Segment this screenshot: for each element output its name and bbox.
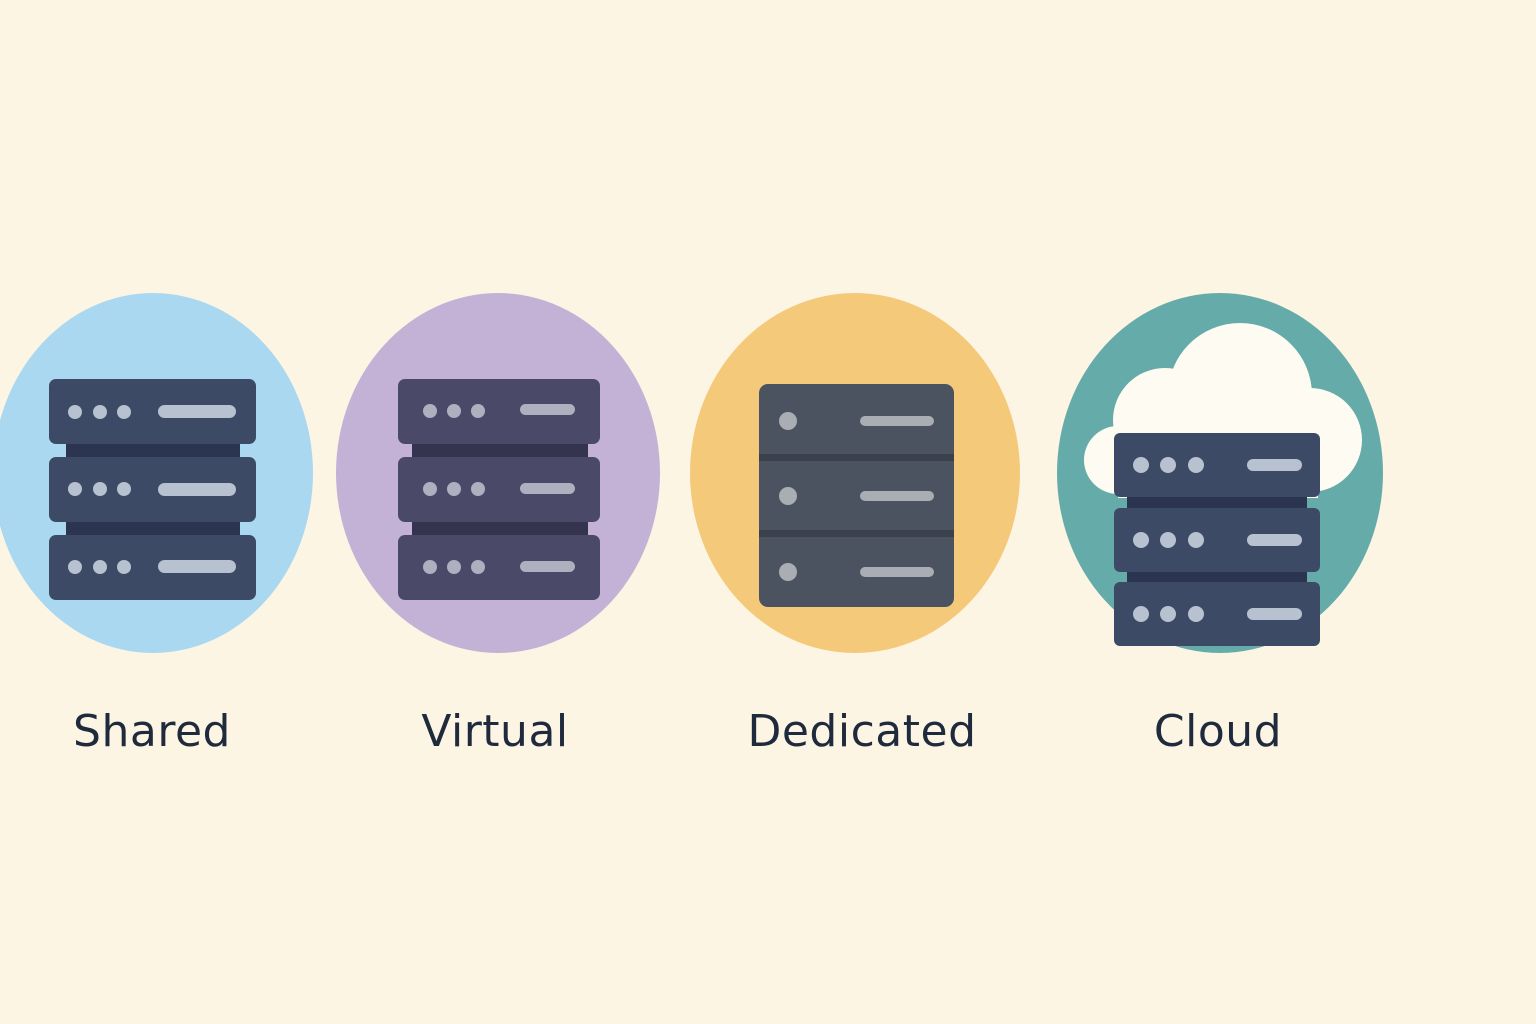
label-shared: Shared [73,706,231,757]
dedicated-hosting-icon [690,293,1020,653]
shared-hosting-icon [0,293,313,653]
virtual-hosting-icon [336,293,660,653]
dedicated-server-icon [759,384,954,607]
label-dedicated: Dedicated [747,706,977,757]
virtual-server-icon [398,379,600,600]
cloud-hosting-icon [1057,293,1383,653]
label-cloud: Cloud [1153,706,1283,757]
server-rack-icon [49,379,256,600]
label-virtual: Virtual [421,706,569,757]
cloud-server-icon [1114,433,1320,646]
